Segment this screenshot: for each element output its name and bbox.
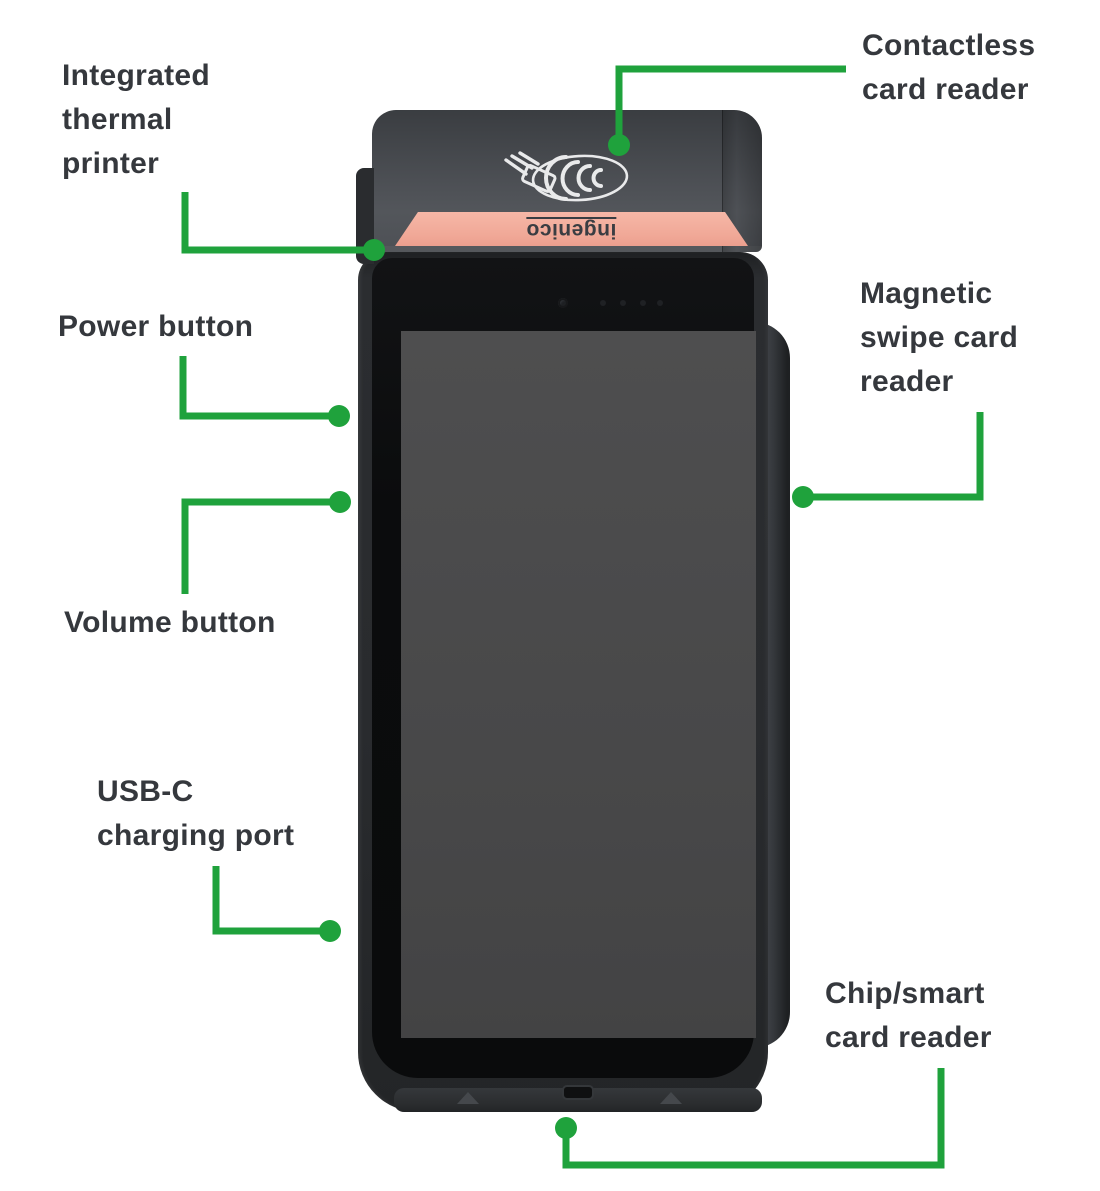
label-line: USB-C — [97, 775, 194, 808]
callout-dot-chip-reader — [555, 1117, 577, 1139]
callout-label-magstripe: Magnetic swipe card reader — [860, 272, 1018, 404]
connector-magstripe — [809, 412, 984, 501]
callout-dot-power-button — [328, 405, 350, 427]
callout-label-thermal-printer: Integrated thermal printer — [62, 54, 210, 186]
connector-chip-reader — [562, 1068, 945, 1169]
touch-screen — [401, 331, 756, 1038]
callout-dot-contactless — [608, 134, 630, 156]
label-line: Power button — [58, 310, 254, 343]
label-line: Chip/smart — [825, 977, 985, 1010]
connector-contactless — [615, 65, 846, 140]
connector-usbc-port — [212, 866, 324, 935]
callout-label-volume-button: Volume button — [64, 601, 276, 645]
sensor-dot — [620, 300, 626, 306]
connector-volume-button — [181, 498, 334, 594]
label-line: charging port — [97, 819, 295, 852]
label-line: card reader — [862, 73, 1029, 106]
callout-label-contactless: Contactless card reader — [862, 24, 1035, 112]
callout-dot-volume-button — [329, 491, 351, 513]
device-body — [358, 252, 768, 1112]
sensor-dot — [640, 300, 646, 306]
sensor-dot — [657, 300, 663, 306]
screen-bezel — [372, 258, 762, 1112]
contactless-tap-icon — [504, 151, 629, 202]
label-line: reader — [860, 365, 954, 398]
label-line: printer — [62, 147, 160, 180]
front-camera-icon — [558, 298, 568, 308]
label-line: Volume button — [64, 606, 276, 639]
chip-card-slot — [394, 1085, 762, 1112]
callout-dot-usbc-port — [319, 920, 341, 942]
brand-strip: ingenico — [395, 212, 748, 246]
connector-power-button — [179, 356, 333, 420]
sensor-dot — [600, 300, 606, 306]
usb-c-port — [562, 1085, 594, 1100]
callout-dot-thermal-printer — [363, 239, 385, 261]
label-line: Contactless — [862, 29, 1036, 62]
callout-label-power-button: Power button — [58, 305, 253, 349]
callout-dot-magstripe — [792, 486, 814, 508]
label-line: swipe card — [860, 321, 1019, 354]
label-line: thermal — [62, 103, 173, 136]
connector-thermal-printer — [181, 192, 368, 254]
label-line: Integrated — [62, 59, 211, 92]
label-line: card reader — [825, 1021, 992, 1054]
label-line: Magnetic — [860, 277, 993, 310]
callout-label-usbc-port: USB-C charging port — [97, 770, 294, 858]
printer-cover: ingenico — [356, 110, 762, 264]
callout-label-chip-reader: Chip/smart card reader — [825, 972, 992, 1060]
